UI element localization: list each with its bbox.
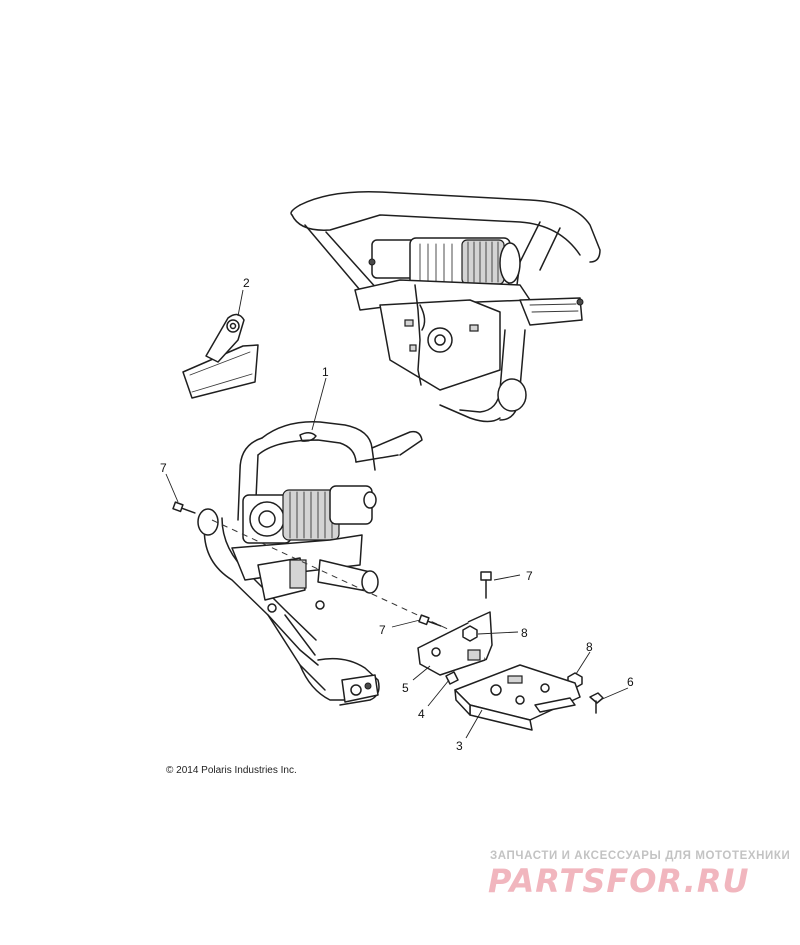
callout-7c: 7: [379, 623, 386, 637]
part-4-clip: [445, 671, 459, 685]
assembled-bumper-winch-view: [290, 191, 601, 423]
callout-3: 3: [456, 739, 463, 753]
assembly-line: [211, 519, 479, 644]
part-1-front-bumper: [197, 421, 423, 706]
part-2-winch-remote: [182, 289, 259, 399]
watermark-tagline: ЗАПЧАСТИ И АКСЕССУАРЫ ДЛЯ МОТОТЕХНИКИ: [490, 850, 791, 862]
callout-7a: 7: [160, 461, 167, 475]
part-6-screw: [589, 692, 604, 714]
callout-5: 5: [402, 681, 409, 695]
callout-1: 1: [322, 365, 329, 379]
callout-7b: 7: [526, 569, 533, 583]
part-3-base-plate: [454, 664, 581, 731]
copyright-text: © 2014 Polaris Industries Inc.: [166, 765, 297, 776]
callout-8a: 8: [521, 626, 528, 640]
callout-6: 6: [627, 675, 634, 689]
callout-8b: 8: [586, 640, 593, 654]
callout-4: 4: [418, 707, 425, 721]
leader-lines: [165, 377, 629, 739]
part-7-bolts: [172, 501, 492, 627]
callout-2: 2: [243, 276, 250, 290]
watermark-logo: PARTSFOR.RU: [488, 862, 750, 900]
callout-labels: 1 2 7 7 7 8 8 5 4 3 6: [160, 276, 634, 753]
